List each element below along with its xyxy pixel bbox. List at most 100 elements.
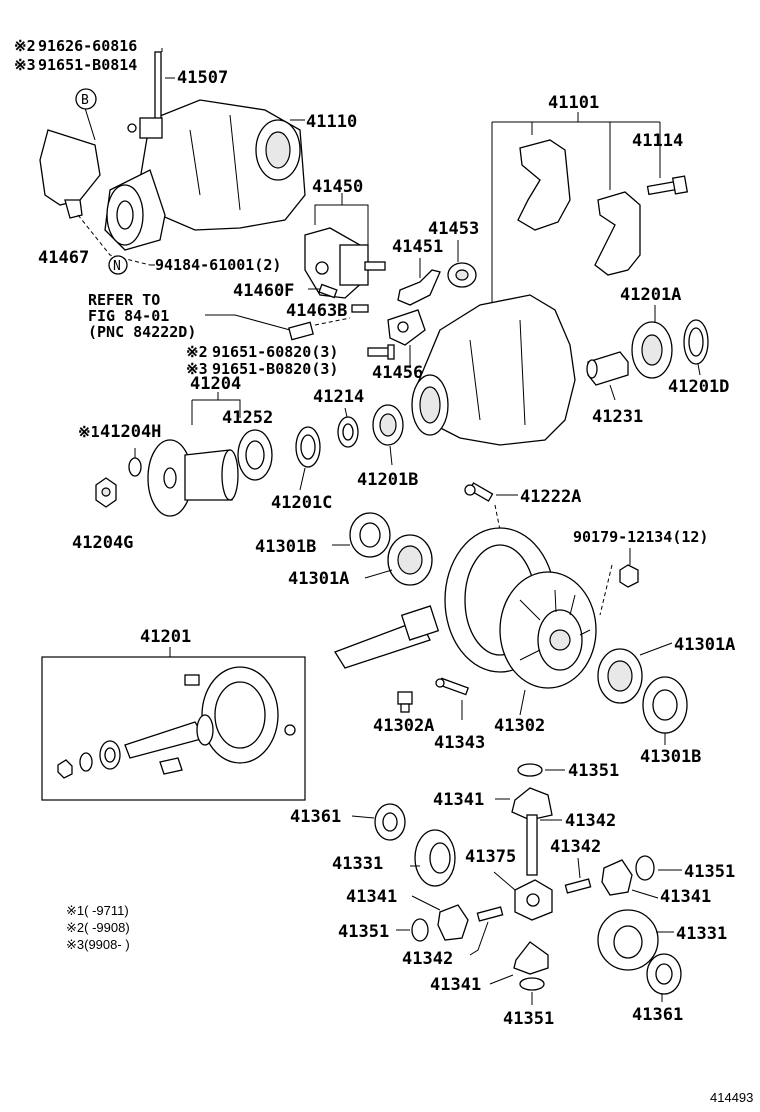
part-label-41204G: 41204G [72, 533, 133, 553]
plug-41302A [397, 691, 413, 713]
breather-plug-41507 [127, 51, 163, 139]
diagram-id: 414493 [710, 1090, 753, 1105]
part-label-41451: 41451 [392, 237, 443, 257]
kit-contents [57, 666, 296, 779]
part-label-41114: 41114 [632, 131, 683, 151]
companion-flange-41204 [147, 439, 239, 517]
part-label-41301B-lower: 41301B [640, 747, 701, 767]
diff-lock-actuator-41450 [304, 227, 386, 299]
washer-41351-top [517, 763, 543, 777]
ref-number-b: 91651-B0814 [38, 56, 137, 74]
part-label-41222A: 41222A [520, 487, 581, 507]
part-label-41351-top: 41351 [568, 761, 619, 781]
bolt-41222A [464, 482, 494, 502]
part-label-41341-top: 41341 [433, 790, 484, 810]
part-label-41342-mid: 41342 [550, 837, 601, 857]
race-41201D [683, 319, 709, 365]
switch-connector [288, 321, 314, 341]
ref-mark-c: ※2 [186, 343, 208, 361]
ref-number-c: 91651-60820(3) [212, 343, 338, 361]
bearing-41301A-upper [387, 534, 433, 586]
washer-41204H [128, 457, 142, 477]
carrier-case-41101 [411, 294, 576, 446]
thrust-washer-41361-left [374, 803, 406, 841]
part-label-41204H: 41204H [100, 422, 161, 442]
ref-mark-e: ※1 [78, 423, 100, 441]
circle-b-letter: B [81, 93, 89, 108]
part-label-41467: 41467 [38, 248, 89, 268]
bearing-41201B [372, 404, 404, 446]
part-label-41341-right: 41341 [660, 887, 711, 907]
part-label-90179: 90179-12134(12) [573, 528, 708, 546]
part-label-41342-low: 41342 [402, 949, 453, 969]
refer-to-line2: FIG 84-01 [88, 307, 169, 325]
part-label-41302: 41302 [494, 716, 545, 736]
seal-41252 [237, 429, 273, 481]
pin-41342-low [476, 906, 504, 922]
pinion-gear-41341-right [601, 859, 633, 896]
differential-case-41302 [499, 571, 597, 689]
dust-deflector-41467 [39, 129, 101, 219]
race-41201C [295, 426, 321, 468]
bearing-41301A-lower [597, 648, 643, 704]
part-label-41201: 41201 [140, 627, 191, 647]
shift-shaft-41456 [387, 309, 426, 346]
part-label-41101: 41101 [548, 93, 599, 113]
bolt-41343 [435, 677, 470, 696]
legend-item-2: ※2( -9908) [66, 920, 130, 935]
legend-item-3: ※3(9908- ) [66, 937, 130, 952]
part-label-41331-right: 41331 [676, 924, 727, 944]
part-label-41361-left: 41361 [290, 807, 341, 827]
part-label-41201A: 41201A [620, 285, 681, 305]
cap-bolt-41114 [646, 175, 689, 196]
pin-41463B [351, 304, 369, 313]
part-label-41201B: 41201B [357, 470, 418, 490]
nut-41204G [95, 477, 117, 508]
washer-41351-bottom [519, 977, 545, 991]
part-label-41453: 41453 [428, 219, 479, 239]
part-label-41204: 41204 [190, 374, 241, 394]
ref-mark-a: ※2 [14, 37, 36, 55]
circle-b-marker [75, 88, 97, 110]
pinion-gear-41341-top [511, 787, 553, 821]
spacer-41214 [337, 416, 359, 448]
clip-41460F [318, 283, 338, 299]
part-label-41342-top: 41342 [565, 811, 616, 831]
washer-41351-right [635, 855, 655, 881]
thrust-washer-41361-right [646, 953, 682, 995]
pinion-block-41375 [514, 879, 553, 921]
ref-number-a: 91626-60816 [38, 37, 137, 55]
legend-item-1: ※1( -9711) [66, 903, 129, 918]
ref-mark-b: ※3 [14, 56, 36, 74]
pinion-gear-41341-bottom [513, 941, 549, 975]
washer-41351-left [411, 918, 429, 942]
part-label-41302A: 41302A [373, 716, 434, 736]
bearing-cap-lower [594, 191, 641, 276]
bearing-cap-upper [517, 139, 571, 231]
part-label-41375: 41375 [465, 847, 516, 867]
clutch-sleeve-41453 [447, 262, 477, 288]
part-label-41460F: 41460F [233, 281, 294, 301]
bolt-91651-60820 [367, 344, 395, 360]
part-label-94184: 94184-61001(2) [155, 256, 281, 274]
part-label-41201D: 41201D [668, 377, 729, 397]
side-gear-41331-right [597, 909, 659, 971]
spacer-41231 [586, 351, 629, 386]
part-label-41463B: 41463B [286, 301, 347, 321]
differential-carrier-41110 [104, 99, 306, 251]
part-label-41456: 41456 [372, 363, 423, 383]
part-label-41341-bottom: 41341 [430, 975, 481, 995]
part-label-41301B-upper: 41301B [255, 537, 316, 557]
pinion-shaft-41342 [526, 814, 538, 876]
part-label-41361-right: 41361 [632, 1005, 683, 1025]
refer-to-line3: (PNC 84222D) [88, 323, 196, 341]
part-label-41252: 41252 [222, 408, 273, 428]
race-41301B-lower [642, 676, 688, 734]
pin-41342-mid [564, 878, 592, 894]
part-label-41110: 41110 [306, 112, 357, 132]
pinion-gear-41341-left [437, 904, 469, 941]
part-label-41341-left: 41341 [346, 887, 397, 907]
race-41301B-upper [349, 512, 391, 558]
part-label-41351-left: 41351 [338, 922, 389, 942]
